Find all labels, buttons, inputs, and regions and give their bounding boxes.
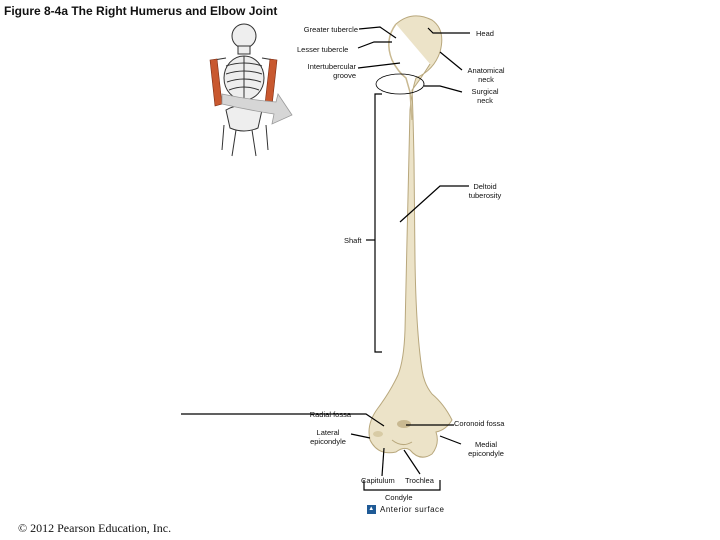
label-deltoid-tuberosity: Deltoid tuberosity: [456, 182, 514, 200]
label-lesser-tubercle: Lesser tubercle: [297, 45, 348, 54]
label-lateral-line2: epicondyle: [300, 437, 356, 446]
label-surgical-line2: neck: [458, 96, 512, 105]
label-deltoid-line2: tuberosity: [456, 191, 514, 200]
label-intertubercular-line1: Intertubercular: [286, 62, 356, 71]
label-coronoid-fossa: Coronoid fossa: [454, 419, 504, 428]
label-surgical-neck: Surgical neck: [458, 87, 512, 105]
label-shaft: Shaft: [344, 236, 362, 245]
label-intertubercular-groove: Intertubercular groove: [286, 62, 356, 80]
anterior-surface-label: Anterior surface: [380, 505, 444, 514]
label-anatomical-line1: Anatomical: [454, 66, 518, 75]
view-marker-icon: ▲: [367, 505, 376, 514]
label-lateral-epicondyle: Lateral epicondyle: [300, 428, 356, 446]
label-medial-line1: Medial: [458, 440, 514, 449]
label-radial-fossa: Radial fossa: [280, 410, 351, 419]
label-intertubercular-line2: groove: [286, 71, 356, 80]
label-capitulum: Capitulum: [361, 476, 395, 485]
label-anatomical-neck: Anatomical neck: [454, 66, 518, 84]
label-greater-tubercle: Greater tubercle: [278, 25, 358, 34]
humerus-bone: [369, 16, 452, 457]
label-head: Head: [476, 29, 494, 38]
copyright-notice: © 2012 Pearson Education, Inc.: [18, 521, 171, 536]
label-medial-line2: epicondyle: [458, 449, 514, 458]
label-condyle: Condyle: [385, 493, 413, 502]
label-anatomical-line2: neck: [454, 75, 518, 84]
anterior-surface-caption: ▲ Anterior surface: [367, 505, 444, 514]
label-medial-epicondyle: Medial epicondyle: [458, 440, 514, 458]
label-lateral-line1: Lateral: [300, 428, 356, 437]
skeleton-thumbnail: [214, 24, 274, 156]
label-deltoid-line1: Deltoid: [456, 182, 514, 191]
label-surgical-line1: Surgical: [458, 87, 512, 96]
label-trochlea: Trochlea: [405, 476, 434, 485]
